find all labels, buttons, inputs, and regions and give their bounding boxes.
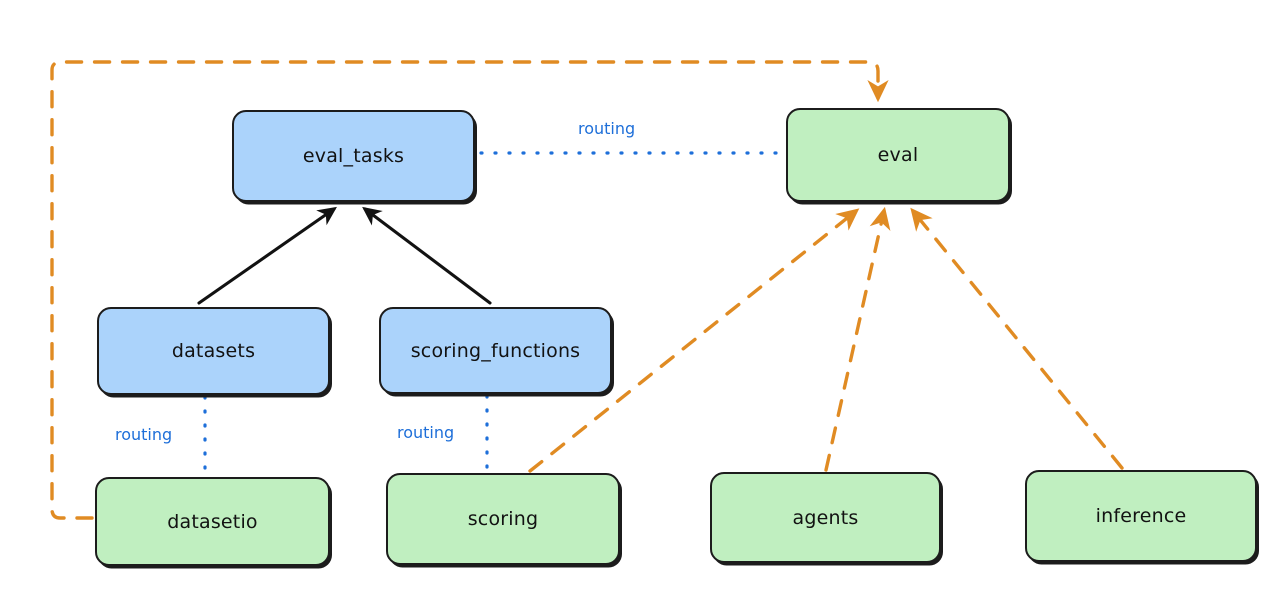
node-datasetio[interactable]: datasetio (95, 477, 330, 566)
node-label: datasets (171, 340, 256, 362)
edge-scoring_functions-eval_tasks (362, 206, 492, 305)
node-inference[interactable]: inference (1025, 470, 1257, 562)
node-label: eval_tasks (302, 145, 405, 167)
node-scoring-functions[interactable]: scoring_functions (379, 307, 612, 394)
edge-scoring-eval (528, 208, 860, 473)
node-label: datasetio (167, 510, 258, 533)
node-eval[interactable]: eval (786, 108, 1010, 202)
node-agents[interactable]: agents (710, 472, 941, 563)
node-label: eval (877, 144, 919, 166)
node-datasets[interactable]: datasets (97, 307, 330, 395)
edge-datasetio-eval (50, 60, 889, 520)
edge-label-routing-datasets: routing (115, 425, 173, 444)
edge-label-routing-eval: routing (578, 119, 636, 138)
edge-inference-eval (910, 207, 1124, 470)
node-label: agents (792, 506, 859, 529)
edge-datasets-eval_tasks (197, 206, 337, 305)
node-eval-tasks[interactable]: eval_tasks (232, 110, 475, 202)
edge-agents-eval (824, 206, 891, 472)
node-label: scoring_functions (410, 339, 581, 362)
node-label: inference (1095, 505, 1187, 527)
edge-label-routing-scoring: routing (397, 423, 455, 442)
node-label: scoring (467, 508, 539, 530)
node-scoring[interactable]: scoring (386, 473, 620, 565)
